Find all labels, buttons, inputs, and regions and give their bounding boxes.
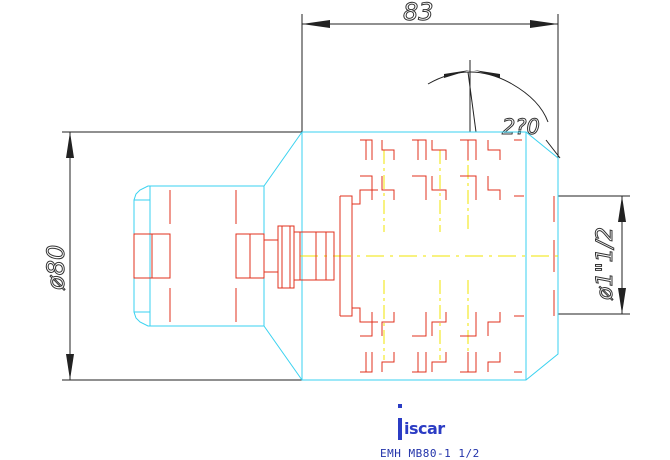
internal-features	[133, 139, 555, 373]
brand-logo-text: iscar	[404, 419, 445, 438]
length-label: 83	[403, 0, 434, 26]
body-diameter-label: ø80	[42, 245, 70, 291]
part-code-caption: EMH MB80-1 1/2	[380, 447, 480, 460]
thread-diameter-label: ø1"1/2	[593, 227, 618, 301]
center-lines	[300, 140, 560, 368]
iscar-logo: iscar	[398, 404, 446, 440]
dimension-angle	[427, 60, 561, 159]
dimension-diameter-thread	[558, 195, 630, 315]
dimension-length	[301, 14, 559, 158]
dimension-diameter-body	[62, 131, 302, 381]
angle-label: 2?0	[502, 115, 540, 139]
